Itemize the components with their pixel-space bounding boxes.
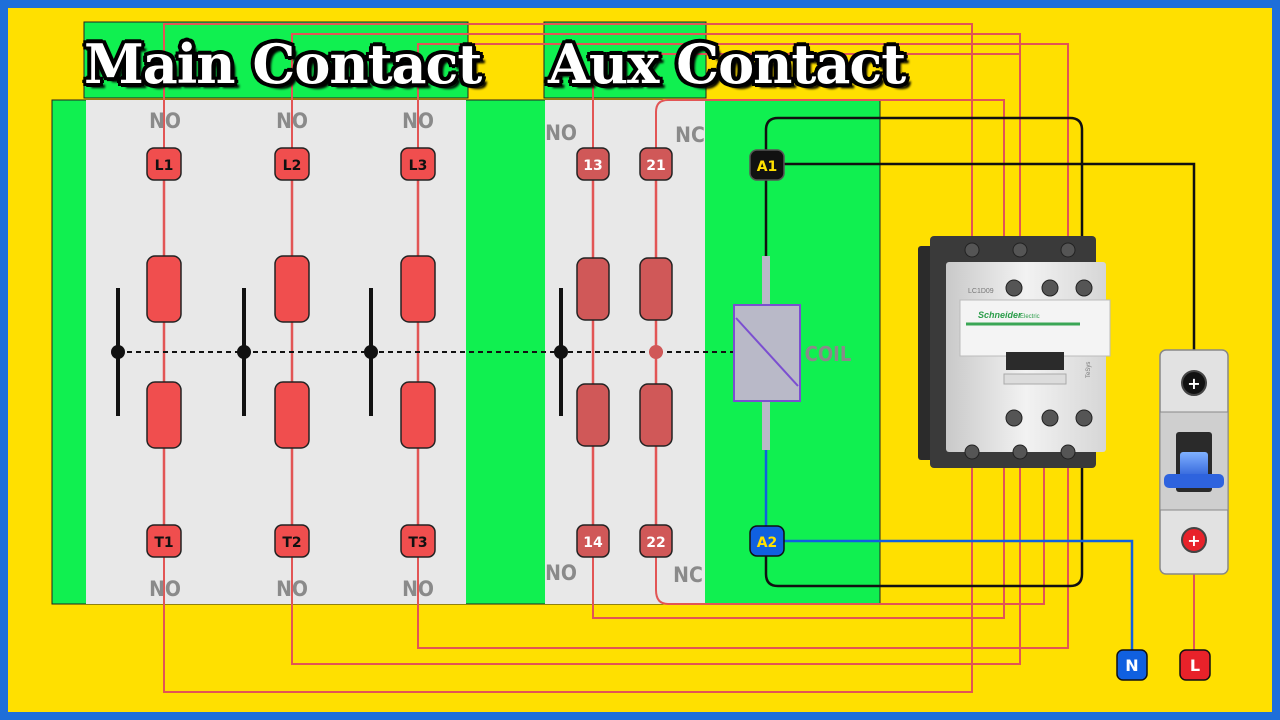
main-contact-pads — [146, 255, 436, 449]
main-contact-title: Main Contact — [84, 32, 482, 96]
svg-text:21: 21 — [646, 158, 665, 174]
svg-text:T2: T2 — [282, 535, 301, 551]
wire-t3-bottom — [417, 452, 1069, 649]
aux-no-lower-pad — [576, 383, 610, 447]
t1-lower-pad — [146, 381, 182, 449]
terminal-a2: A2 — [749, 525, 785, 557]
svg-text:22: 22 — [646, 535, 665, 551]
terminal-21: 21 — [639, 147, 673, 181]
l3-upper-pad — [400, 255, 436, 323]
terminals: L1 L2 L3 T1 T2 T3 13 21 14 22 A1 A2 N L — [146, 147, 1211, 681]
coil-label: COIL — [805, 342, 852, 366]
device-model: LC1D09 — [968, 288, 994, 295]
terminal-t2: T2 — [274, 524, 310, 558]
svg-text:T1: T1 — [154, 535, 173, 551]
wire-a1-loop — [764, 116, 1084, 248]
label-nc-aux-bottom: NC — [673, 563, 703, 587]
label-no-t1: NO — [149, 577, 181, 601]
svg-text:A2: A2 — [757, 535, 778, 551]
svg-text:L1: L1 — [155, 158, 174, 174]
label-no-l3: NO — [402, 109, 434, 133]
wire-t2-bottom — [291, 452, 1021, 665]
svg-text:13: 13 — [583, 158, 602, 174]
label-no-l1: NO — [149, 109, 181, 133]
svg-text:14: 14 — [583, 535, 603, 551]
wire-l1-top — [163, 23, 973, 248]
svg-text:N: N — [1125, 656, 1138, 675]
terminal-14: 14 — [576, 524, 610, 558]
circuit-breaker — [1159, 349, 1229, 575]
terminal-a1: A1 — [749, 149, 785, 181]
aux-nc-upper-pad — [639, 257, 673, 321]
wire-22-bottom — [655, 442, 1045, 605]
aux-contact-title: Aux Contact — [548, 32, 906, 96]
wire-a2-loop — [764, 448, 1084, 588]
l2-upper-pad — [274, 255, 310, 323]
terminal-l1: L1 — [146, 147, 182, 181]
wire-14-bottom — [592, 440, 1005, 619]
svg-text:A1: A1 — [757, 159, 778, 175]
coil-lead-bottom — [762, 400, 770, 450]
nc-bridge-dot — [649, 345, 663, 359]
coil-diagonal — [735, 317, 799, 387]
device-series: TeSys — [1086, 362, 1092, 378]
terminal-l3: L3 — [400, 147, 436, 181]
wire-l3-top — [417, 43, 1069, 248]
contact-type-labels: NO NO NO NO NO NO NO NO NC NC — [149, 109, 705, 601]
wire-a1-breaker — [780, 162, 1196, 372]
terminal-t3: T3 — [400, 524, 436, 558]
linkage-dots — [111, 345, 568, 359]
supply-neutral: N — [1116, 649, 1148, 681]
terminal-13: 13 — [576, 147, 610, 181]
contact-lines — [162, 170, 658, 540]
label-no-aux-top: NO — [545, 121, 577, 145]
supply-line: L — [1179, 649, 1211, 681]
wire-a2-neutral — [780, 539, 1134, 650]
terminal-l2: L2 — [274, 147, 310, 181]
breaker-terminal-bottom: + — [1181, 527, 1207, 553]
coil-lead-top — [762, 256, 770, 306]
aux-nc-lower-pad — [639, 383, 673, 447]
svg-text:L3: L3 — [409, 158, 428, 174]
label-no-l2: NO — [276, 109, 308, 133]
l1-upper-pad — [146, 255, 182, 323]
plus-icon-2: + — [1187, 531, 1200, 550]
t2-lower-pad — [274, 381, 310, 449]
label-no-t3: NO — [402, 577, 434, 601]
wire-21-top — [655, 99, 1005, 278]
contactor-device: Schneider Electric LC1D09 TeSys — [918, 236, 1111, 468]
label-no-t2: NO — [276, 577, 308, 601]
t3-lower-pad — [400, 381, 436, 449]
device-brand: Schneider — [978, 310, 1022, 320]
device-brand-sub: Electric — [1020, 314, 1040, 320]
aux-no-upper-pad — [576, 257, 610, 321]
aux-contact-pads — [576, 257, 673, 447]
svg-text:L: L — [1190, 656, 1200, 675]
svg-text:L2: L2 — [283, 158, 302, 174]
breaker-terminal-top: + — [1181, 370, 1207, 396]
terminal-t1: T1 — [146, 524, 182, 558]
terminal-22: 22 — [639, 524, 673, 558]
plus-icon: + — [1187, 374, 1200, 393]
wire-t1-bottom — [163, 452, 973, 693]
label-no-aux-bottom: NO — [545, 561, 577, 585]
svg-text:T3: T3 — [408, 535, 427, 551]
label-nc-aux-top: NC — [675, 123, 705, 147]
control-wires-blue — [764, 450, 1134, 650]
